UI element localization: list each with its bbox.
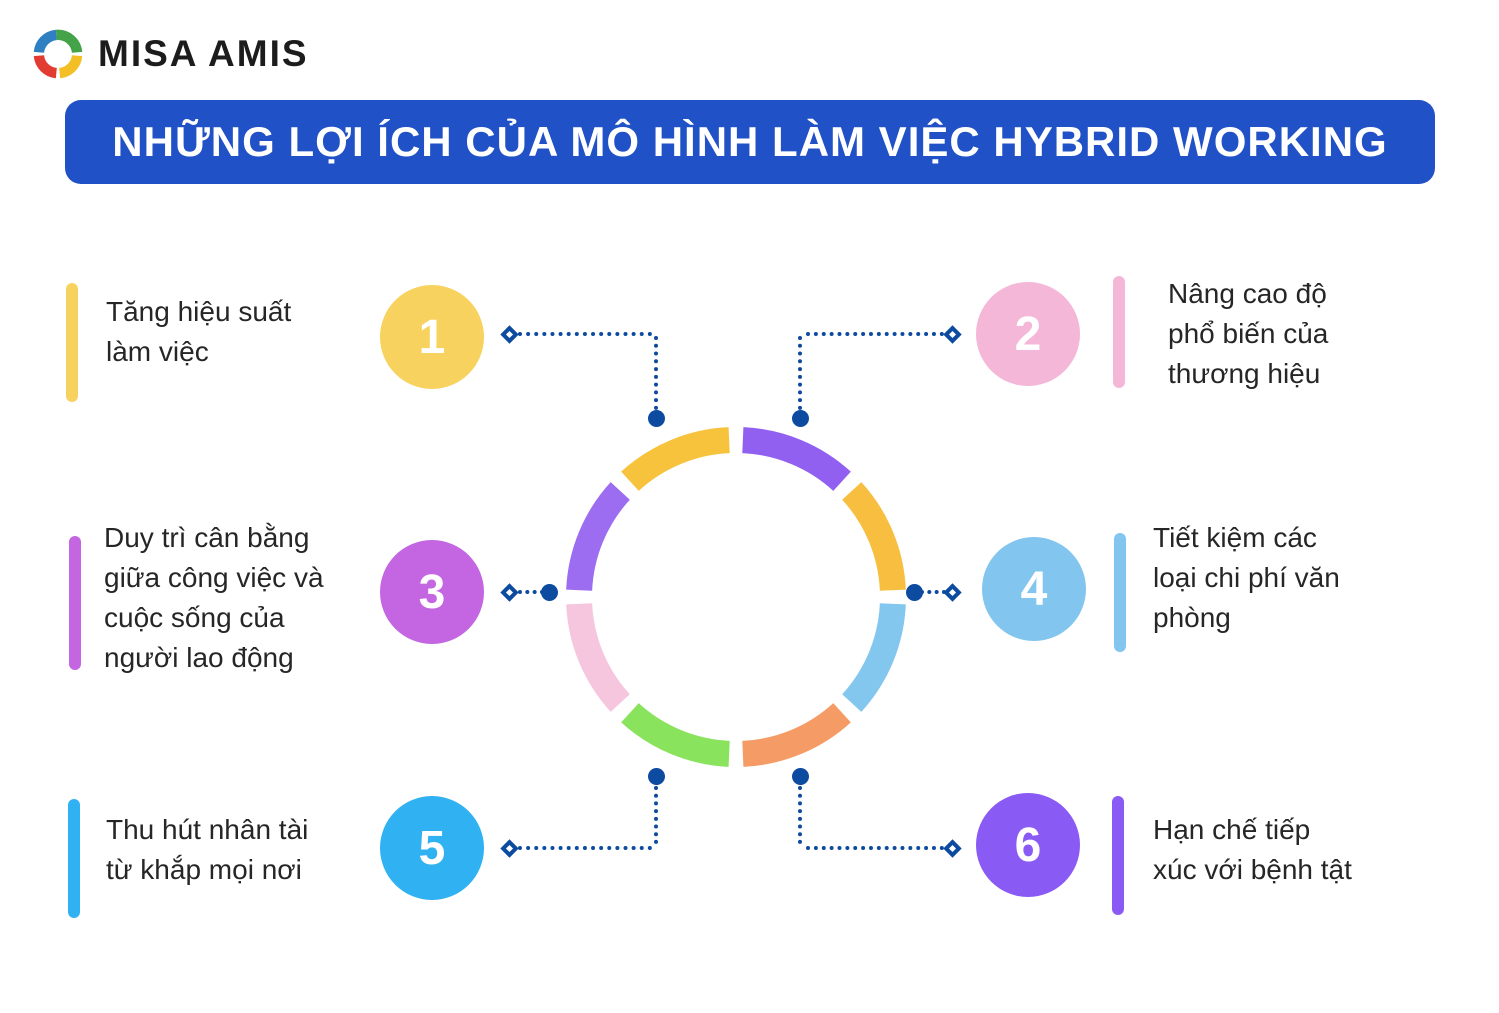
connector-4-dot xyxy=(906,584,923,601)
connector-1-line xyxy=(654,336,658,410)
connector-3-line xyxy=(518,590,544,594)
ring-segment-bottom-right xyxy=(741,702,851,767)
connector-6-diamond xyxy=(943,839,962,858)
connector-5-dot xyxy=(648,768,665,785)
number-circle-1: 1 xyxy=(380,285,484,389)
connector-2-diamond xyxy=(943,325,962,344)
connector-3-dot xyxy=(541,584,558,601)
connector-4-line xyxy=(920,590,946,594)
ring-segment-right-lower xyxy=(841,602,906,712)
number-circle-5: 5 xyxy=(380,796,484,900)
ring-segment-left-upper xyxy=(566,482,631,592)
title-banner: NHỮNG LỢI ÍCH CỦA MÔ HÌNH LÀM VIỆC HYBRI… xyxy=(65,100,1435,184)
connector-2-line xyxy=(798,336,802,410)
number-text-5: 5 xyxy=(418,821,446,875)
connector-1-diamond xyxy=(500,325,519,344)
connector-1-line xyxy=(518,332,652,336)
connector-6-line xyxy=(806,846,944,850)
accent-bar-2 xyxy=(1113,276,1125,388)
connector-2-line xyxy=(806,332,944,336)
benefit-label-3: Duy trì cân bằng giữa công việc và cuộc … xyxy=(104,522,324,673)
logo-arc-red xyxy=(33,54,58,79)
accent-bar-3 xyxy=(69,536,81,670)
page-title: NHỮNG LỢI ÍCH CỦA MÔ HÌNH LÀM VIỆC HYBRI… xyxy=(112,118,1388,165)
connector-2-dot xyxy=(792,410,809,427)
ring-segment-left-lower xyxy=(566,602,631,712)
number-circle-6: 6 xyxy=(976,793,1080,897)
ring-segment-top-left xyxy=(621,427,731,492)
connector-6-dot xyxy=(792,768,809,785)
number-text-3: 3 xyxy=(418,565,446,619)
connector-5-diamond xyxy=(500,839,519,858)
ring-segment-bottom-left xyxy=(621,702,731,767)
number-text-4: 4 xyxy=(1020,562,1048,616)
brand-header: MISA AMIS xyxy=(30,26,309,82)
brand-logo-text: MISA AMIS xyxy=(98,33,309,74)
logo-arc-green xyxy=(55,29,83,54)
accent-bar-5 xyxy=(68,799,80,918)
number-circle-4: 4 xyxy=(982,537,1086,641)
connector-3-diamond xyxy=(500,583,519,602)
number-circle-3: 3 xyxy=(380,540,484,644)
benefit-label-6: Hạn chế tiếp xúc với bệnh tật xyxy=(1153,814,1352,885)
benefits-ring xyxy=(566,427,906,767)
ring-segment-top-right xyxy=(741,427,851,492)
accent-bar-1 xyxy=(66,283,78,402)
ring-segment-right-upper xyxy=(841,482,906,592)
misa-amis-logo-icon xyxy=(33,29,83,79)
number-text-6: 6 xyxy=(1014,818,1042,872)
connector-5-line xyxy=(518,846,652,850)
benefit-label-4: Tiết kiệm các loại chi phí văn phòng xyxy=(1153,522,1340,633)
accent-bar-4 xyxy=(1114,533,1126,652)
connector-4-diamond xyxy=(943,583,962,602)
benefit-label-2: Nâng cao độ phổ biến của thương hiệu xyxy=(1168,278,1329,389)
benefit-label-1: Tăng hiệu suất làm việc xyxy=(106,296,292,367)
benefit-label-5: Thu hút nhân tài từ khắp mọi nơi xyxy=(106,814,309,885)
number-text-2: 2 xyxy=(1014,307,1042,361)
connector-6-line xyxy=(798,786,802,844)
logo-arc-blue xyxy=(33,29,58,54)
connector-5-line xyxy=(654,786,658,844)
connector-1-dot xyxy=(648,410,665,427)
logo-arc-yellow xyxy=(58,54,83,79)
number-circle-2: 2 xyxy=(976,282,1080,386)
accent-bar-6 xyxy=(1112,796,1124,915)
number-text-1: 1 xyxy=(418,310,446,364)
